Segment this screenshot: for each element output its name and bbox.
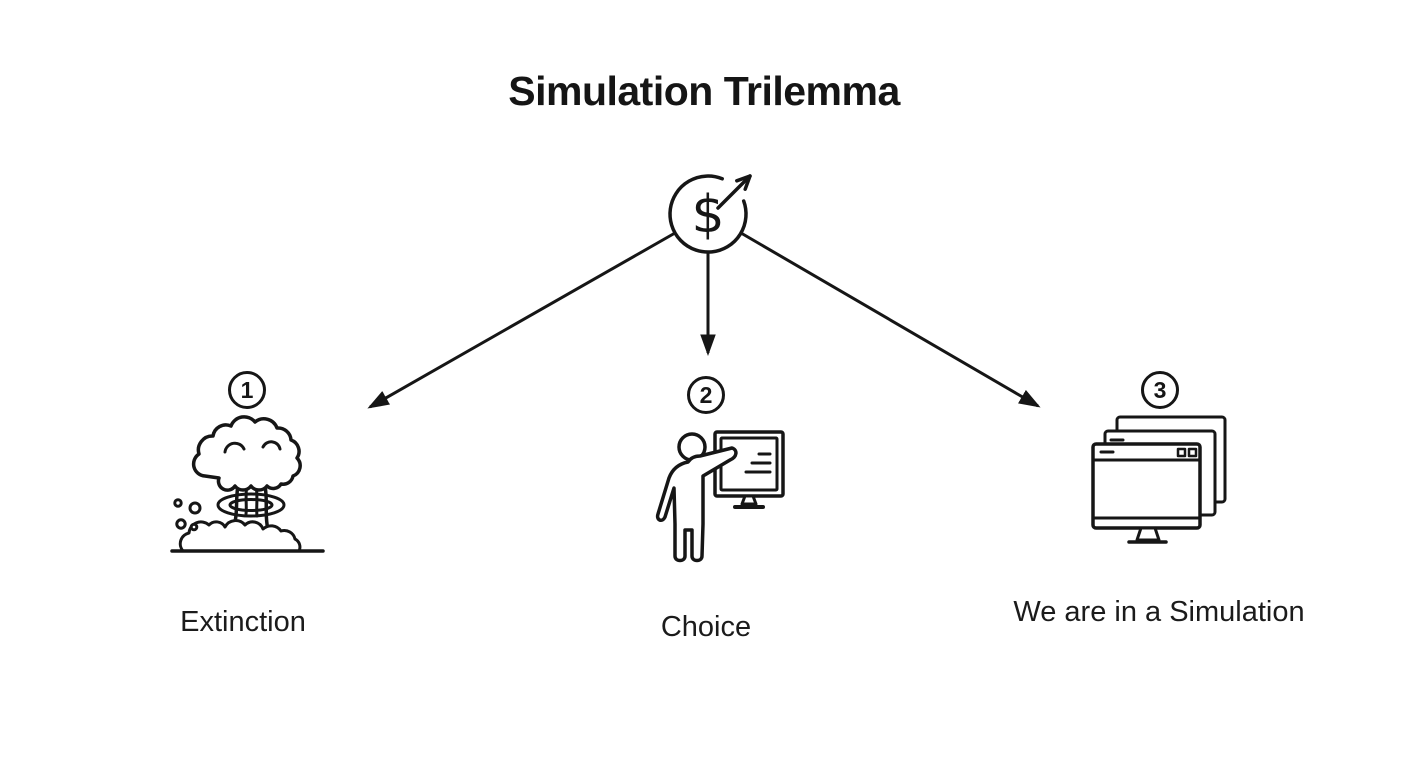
option-label-extinction: Extinction bbox=[180, 606, 306, 638]
stacked-windows-icon bbox=[1091, 415, 1227, 544]
option-2-number: 2 bbox=[699, 381, 713, 408]
mushroom-cloud-icon bbox=[170, 415, 325, 553]
dollar-symbol: $ bbox=[691, 185, 724, 245]
option-3-number: 3 bbox=[1153, 376, 1167, 403]
diagram-title: Simulation Trilemma bbox=[508, 68, 900, 114]
option-2-badge: 2 bbox=[687, 376, 725, 414]
arrow-to-simulation bbox=[740, 231, 1041, 408]
person-presenting-icon bbox=[655, 430, 785, 563]
option-1-badge: 1 bbox=[228, 371, 266, 409]
option-label-simulation: We are in a Simulation bbox=[1013, 596, 1305, 628]
option-label-choice: Choice bbox=[660, 611, 752, 643]
dollar-growth-icon: $ bbox=[668, 174, 752, 254]
arrow-to-extinction bbox=[367, 231, 676, 409]
option-3-badge: 3 bbox=[1141, 371, 1179, 409]
option-1-number: 1 bbox=[240, 376, 254, 403]
